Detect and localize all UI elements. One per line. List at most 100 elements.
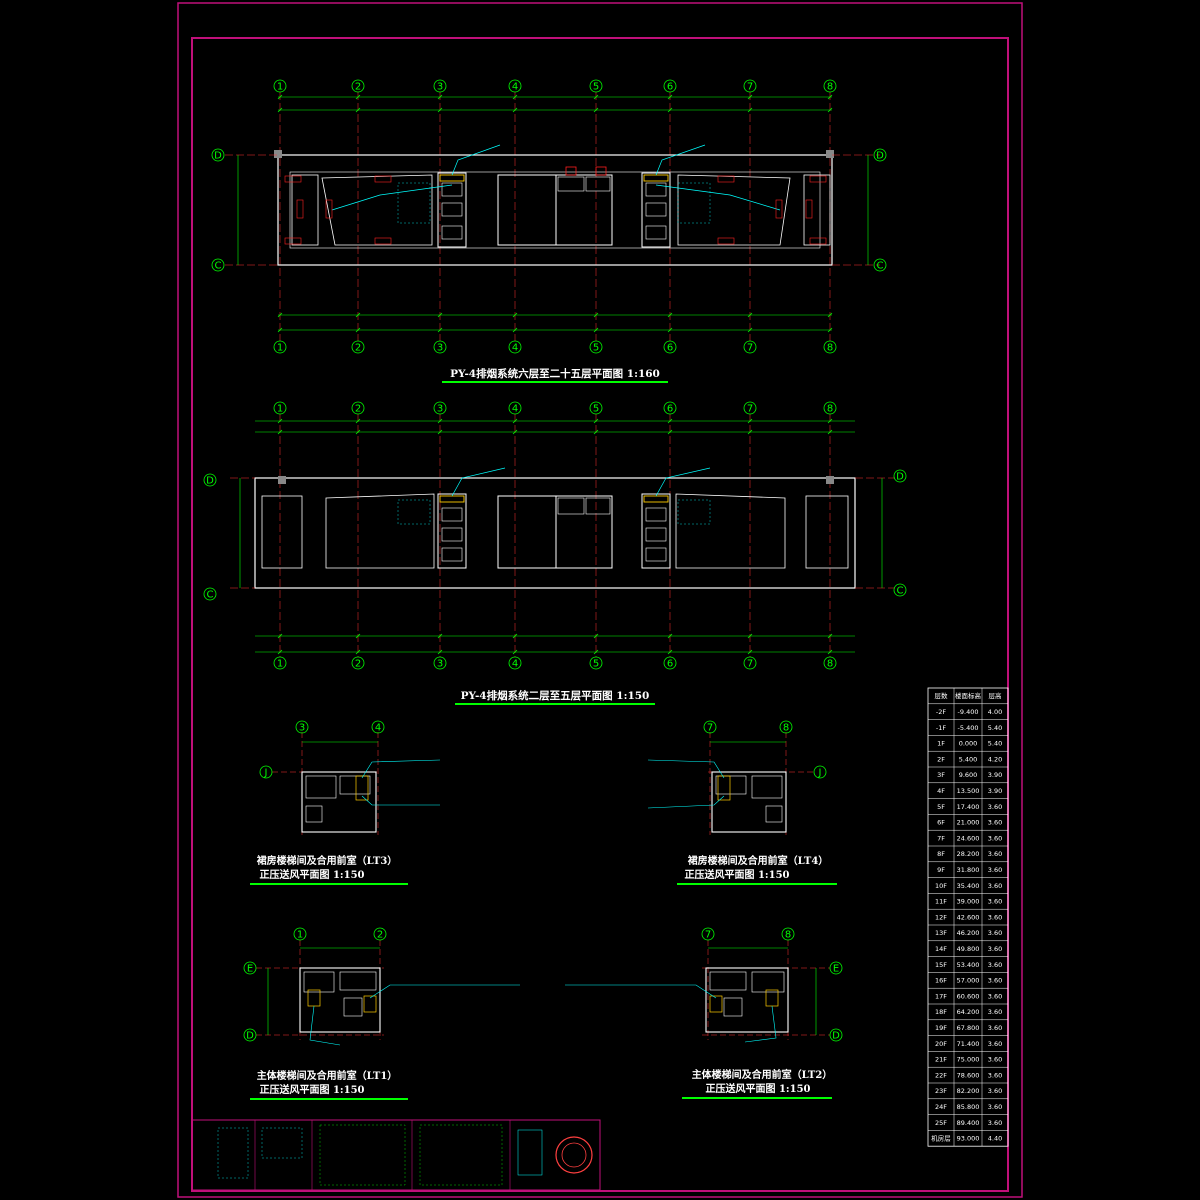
axis-bubble: [508, 340, 522, 354]
axis-label: 4: [512, 404, 518, 415]
top-plan-slab-outline: [277, 154, 833, 266]
table-cell: 3.60: [988, 819, 1002, 827]
top-plan-central-room: [555, 174, 613, 246]
axis-label: 7: [707, 723, 713, 734]
stair-title-line2: 正压送风平面图 1:150: [259, 1083, 364, 1096]
pressurization-shaft: [717, 775, 731, 801]
table-cell: 3.60: [988, 1087, 1002, 1095]
axis-label: 1: [277, 343, 283, 354]
axis-bubble: D: [243, 1028, 257, 1042]
axis-label: 5: [593, 404, 599, 415]
stair-title-line2: 正压送风平面图 1:150: [684, 868, 789, 881]
table-cell: 23F: [935, 1087, 947, 1095]
table-cell: 4.20: [988, 755, 1002, 763]
second-plan-west-room: [261, 495, 303, 569]
axis-label: C: [897, 586, 904, 597]
stair-title-line2: 正压送风平面图 1:150: [705, 1082, 810, 1095]
axis-label: 3: [437, 659, 443, 670]
table-cell: 0.000: [959, 740, 978, 748]
top-plan-leader: [331, 184, 453, 211]
second-plan-elevator: [645, 507, 667, 522]
dimension-tick: [747, 649, 753, 655]
dimension-tick: [355, 418, 361, 424]
second-plan-elevator: [645, 527, 667, 542]
axis-bubble: [743, 79, 757, 93]
axis-label: 6: [667, 404, 673, 415]
table-cell: 机房层: [931, 1134, 951, 1143]
second-plan-dimension-lines: [255, 418, 855, 655]
axis-bubble: 1: [293, 927, 307, 941]
table-cell: 3.60: [988, 803, 1002, 811]
axis-label: 8: [783, 723, 789, 734]
dimension-tick: [827, 327, 833, 333]
plan-title-second: PY-4排烟系统二层至五层平面图 1:150: [461, 689, 650, 702]
axis-label: 7: [705, 930, 711, 941]
axis-label: 8: [827, 343, 833, 354]
axis-bubble: [351, 401, 365, 415]
table-cell: 3.60: [988, 977, 1002, 985]
top-plan-fire-damper: [595, 166, 607, 176]
axis-bubble: [433, 79, 447, 93]
axis-label: 2: [355, 659, 361, 670]
stair-run: [339, 971, 377, 991]
axis-bubble-d: D: [873, 148, 887, 162]
table-cell: 3.90: [988, 771, 1002, 779]
top-plan-tag: [374, 175, 392, 183]
table-cell: 3F: [937, 771, 945, 779]
table-cell: 93.000: [957, 1135, 980, 1143]
axis-bubble: [273, 340, 287, 354]
stair-title-line1: 裙房楼梯间及合用前室（LT4）: [688, 854, 829, 867]
table-cell: 4.00: [988, 708, 1002, 716]
dimension-tick: [277, 327, 283, 333]
axis-bubble-c: C: [203, 587, 217, 601]
axis-bubble: [351, 656, 365, 670]
dimension-tick: [747, 429, 753, 435]
stair-detail-lt3: 3 4 J 裙房楼梯间及合用前室（LT3） 正压送风平面图 1:150: [250, 720, 441, 885]
table-cell: 3.60: [988, 1024, 1002, 1032]
top-plan-elevator: [441, 182, 463, 197]
axis-label: 6: [667, 343, 673, 354]
table-cell: 11F: [935, 898, 947, 906]
table-cell: 3.60: [988, 1056, 1002, 1064]
dimension-tick: [827, 312, 833, 318]
axis-bubble: [823, 656, 837, 670]
table-cell: 64.200: [957, 1008, 980, 1016]
axis-label: 7: [747, 343, 753, 354]
top-plan-elevator: [441, 202, 463, 217]
table-cell: 31.800: [957, 866, 980, 874]
table-header-cell: 层数: [935, 691, 949, 700]
axis-bubble: [589, 340, 603, 354]
axis-bubble: 2: [373, 927, 387, 941]
axis-bubble: [589, 401, 603, 415]
axis-bubble: [663, 340, 677, 354]
axis-bubble: [663, 79, 677, 93]
table-cell: 3.60: [988, 961, 1002, 969]
table-cell: 57.000: [957, 977, 980, 985]
axis-bubble: 3: [295, 720, 309, 734]
axis-label: D: [246, 1031, 254, 1042]
top-plan-leader: [451, 144, 501, 176]
axis-bubble: [823, 340, 837, 354]
signature-area: [319, 1124, 406, 1186]
dimension-tick: [437, 312, 443, 318]
stair-core-outline: [301, 771, 377, 833]
second-plan-small-room: [557, 497, 585, 515]
axis-label: 8: [827, 82, 833, 93]
table-cell: 2F: [937, 755, 945, 763]
table-cell: 5.40: [988, 724, 1002, 732]
top-plan-tag: [717, 175, 735, 183]
leader-line: [647, 759, 725, 779]
stair-core-outline: [299, 967, 381, 1033]
title-block-text-area: [261, 1127, 303, 1159]
axis-label: 2: [355, 343, 361, 354]
dimension-tick: [593, 327, 599, 333]
axis-bubble: [663, 656, 677, 670]
top-plan-small-room: [585, 176, 611, 192]
dimension-tick: [355, 107, 361, 113]
second-plan-column: [826, 476, 834, 484]
axis-bubble: [743, 401, 757, 415]
second-plan-elevator: [645, 547, 667, 562]
